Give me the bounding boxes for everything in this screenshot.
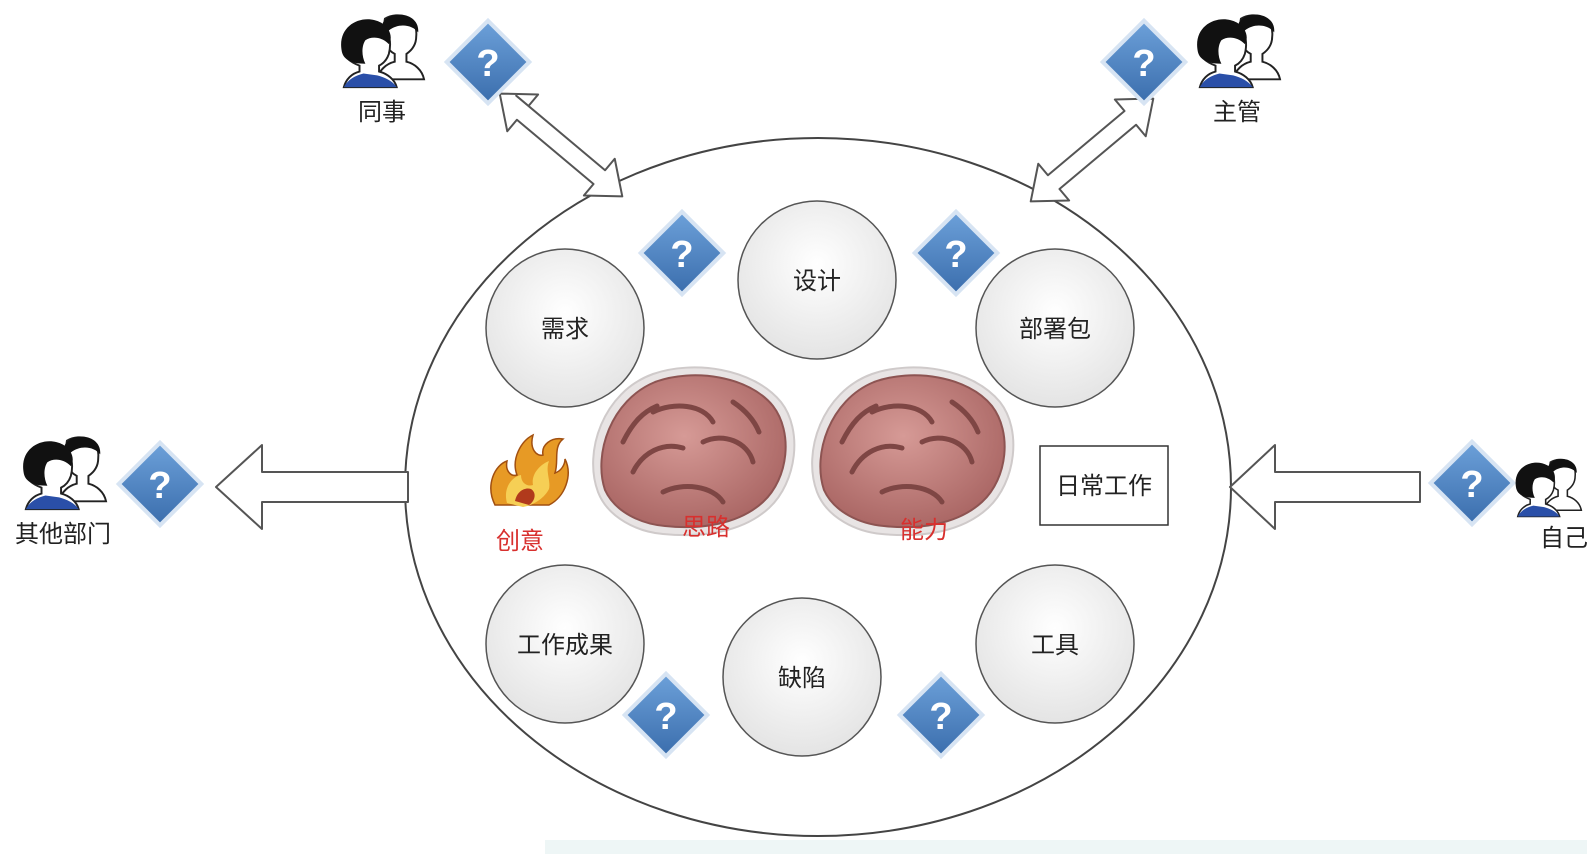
creativity-label: 创意	[496, 527, 544, 555]
question-diamond-results-defects: ?	[621, 670, 711, 760]
bottom-edge-strip	[545, 840, 1587, 854]
bubble-deployment-package: 部署包	[975, 248, 1135, 408]
svg-text:?: ?	[1132, 43, 1155, 85]
bubble-requirements: 需求	[485, 248, 645, 408]
question-diamond-colleague: ?	[443, 17, 533, 107]
other-departments-label: 其他部门	[15, 520, 111, 548]
arrow-from-self	[1229, 444, 1421, 530]
svg-text:?: ?	[1460, 464, 1483, 506]
manager-label: 主管	[1213, 98, 1261, 126]
question-diamond-defects-tools: ?	[896, 670, 986, 760]
person-icon-colleague	[340, 13, 426, 89]
bubble-work-results-label: 工作成果	[517, 631, 613, 659]
thinking-label: 思路	[682, 513, 730, 541]
bubble-defects-label: 缺陷	[778, 664, 826, 692]
double-arrow-colleague	[498, 92, 624, 198]
person-icon-self	[1514, 458, 1583, 518]
bubble-defects: 缺陷	[722, 597, 882, 757]
question-diamond-other-departments: ?	[115, 439, 205, 529]
arrow-to-other-departments	[215, 444, 409, 530]
svg-text:?: ?	[670, 234, 693, 276]
svg-text:?: ?	[929, 696, 952, 738]
question-diamond-self: ?	[1427, 438, 1517, 528]
svg-text:?: ?	[148, 465, 171, 507]
question-diamond-design-deployment: ?	[911, 208, 1001, 298]
self-label: 自己	[1540, 524, 1587, 552]
bubble-tools: 工具	[975, 564, 1135, 724]
daily-work-box: 日常工作	[1039, 445, 1169, 526]
fire-icon	[490, 433, 569, 507]
brain-icon-ability	[811, 366, 1015, 537]
svg-text:?: ?	[476, 43, 499, 85]
double-arrow-manager	[1029, 97, 1155, 203]
bubble-work-results: 工作成果	[485, 564, 645, 724]
bubble-requirements-label: 需求	[541, 315, 589, 343]
colleague-label: 同事	[358, 98, 406, 126]
svg-text:?: ?	[654, 696, 677, 738]
question-diamond-requirements-design: ?	[637, 208, 727, 298]
person-icon-other-departments	[22, 435, 108, 511]
bubble-design-label: 设计	[793, 267, 841, 295]
person-icon-manager	[1196, 13, 1282, 89]
svg-text:?: ?	[944, 234, 967, 276]
bubble-tools-label: 工具	[1031, 631, 1079, 659]
bubble-design: 设计	[737, 200, 897, 360]
daily-work-label: 日常工作	[1056, 472, 1152, 500]
question-diamond-manager: ?	[1099, 17, 1189, 107]
bubble-deployment-package-label: 部署包	[1019, 315, 1091, 343]
ability-label: 能力	[900, 516, 948, 544]
brain-icon-thinking	[592, 366, 796, 537]
